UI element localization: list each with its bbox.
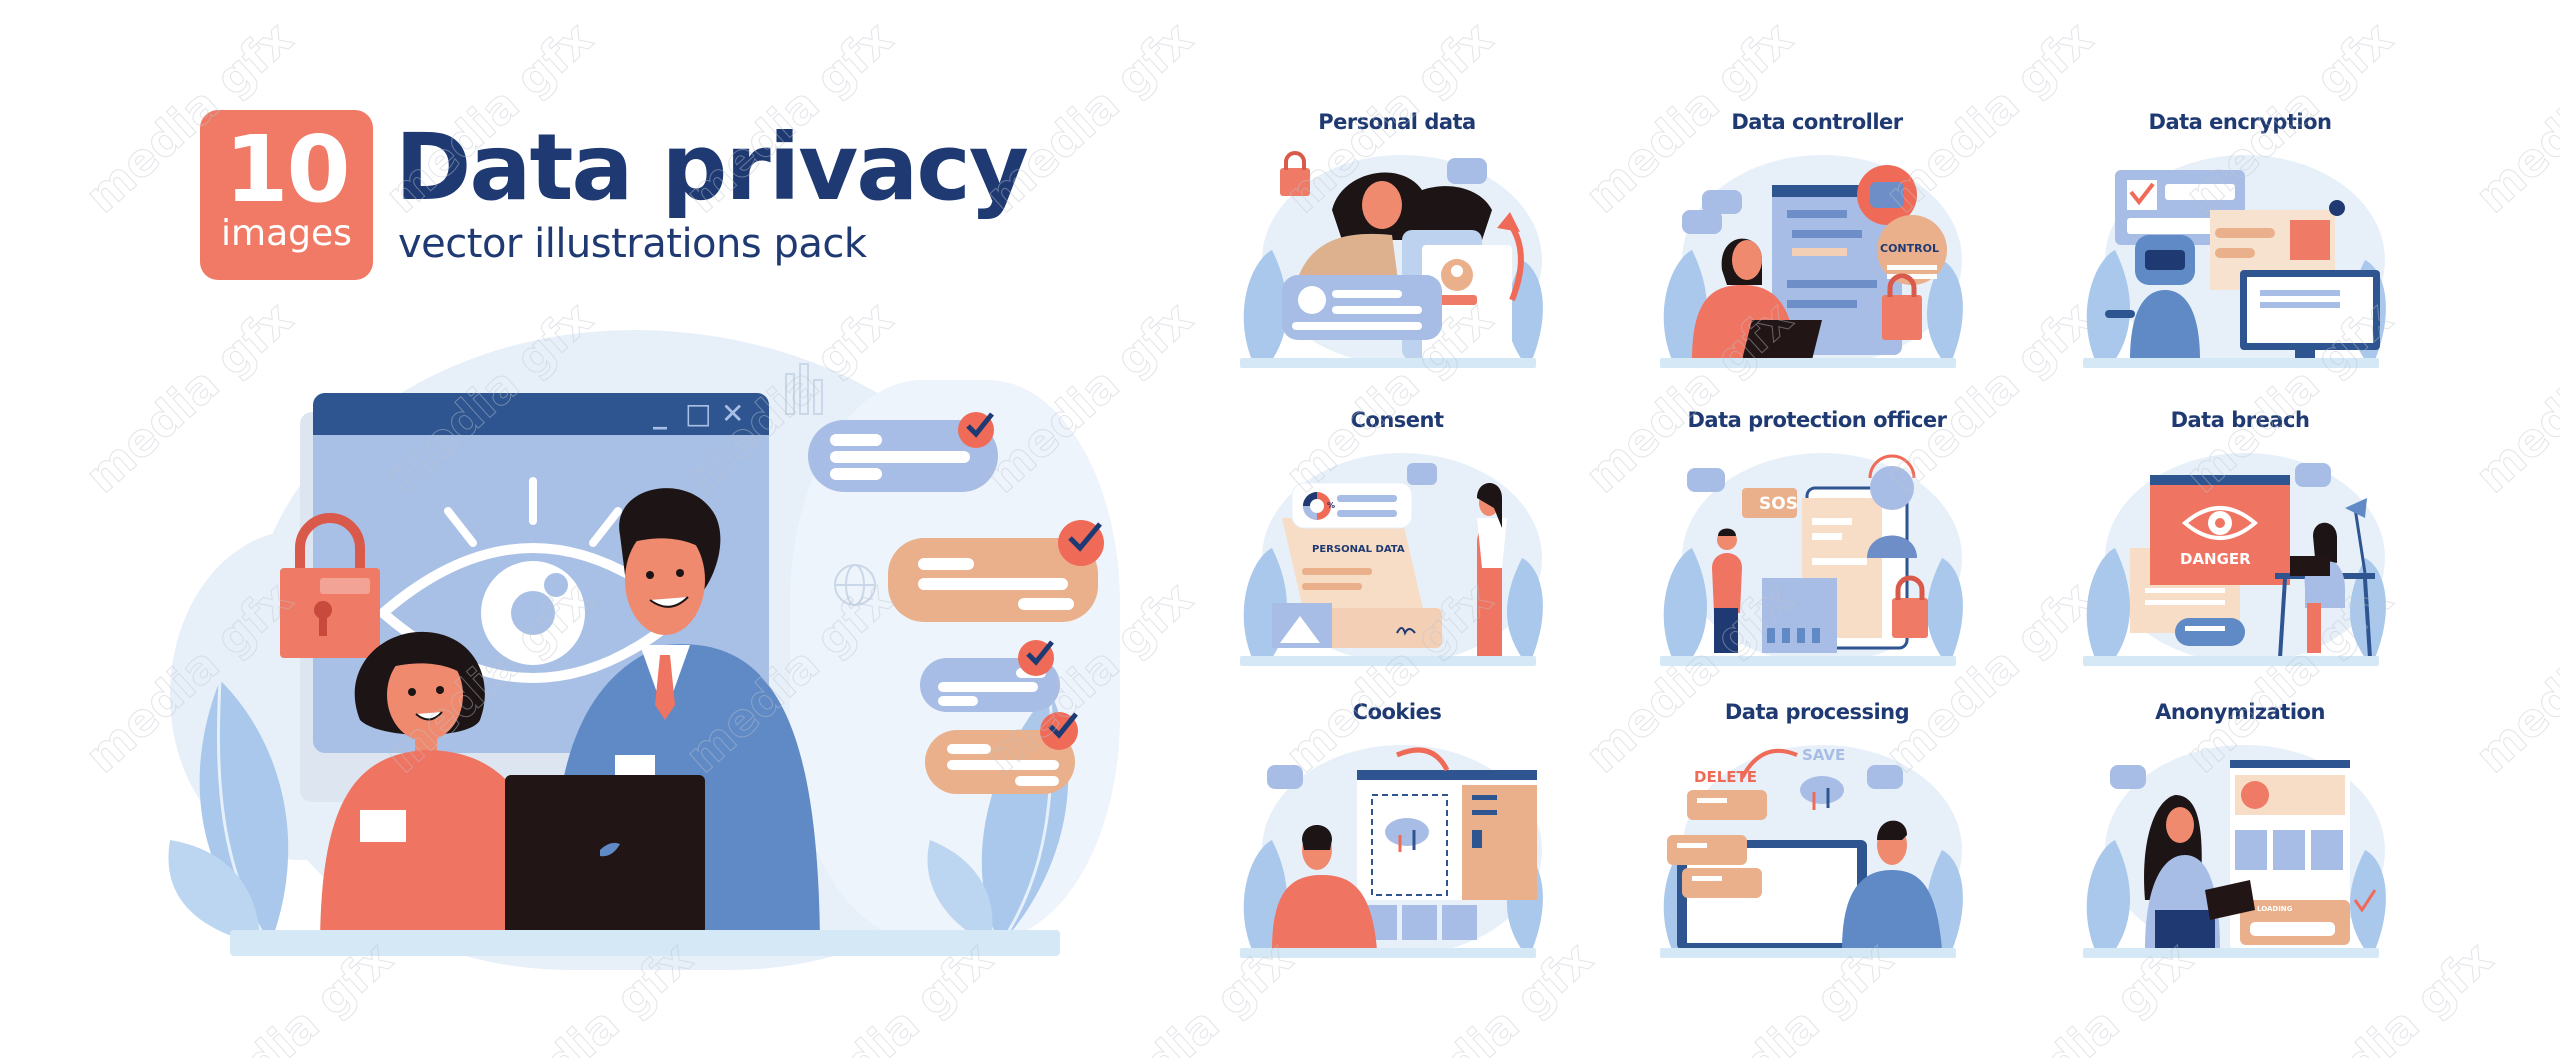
card-data-controller: Data controller CONTRO — [1637, 100, 1997, 380]
card-data-processing: Data processing DELETE SAVE — [1637, 690, 1997, 970]
personal-data-label: PERSONAL DATA — [1312, 544, 1405, 555]
document-signature-icon: PERSONAL DATA % — [1232, 448, 1562, 666]
robot-control-icon: CONTROL — [1652, 150, 1982, 368]
badge-label: images — [221, 213, 352, 254]
page-title: Data privacy — [395, 114, 1029, 221]
woman-character — [320, 631, 560, 950]
watermark-text: media gfx — [2465, 290, 2560, 504]
card-title: Data controller — [1731, 110, 1903, 134]
laptop-icon — [460, 775, 710, 944]
check-icon — [1018, 640, 1054, 676]
card-anonymization: Anonymization LOADING — [2060, 690, 2420, 970]
danger-label: DANGER — [2180, 550, 2251, 568]
card-title: Data processing — [1724, 700, 1910, 724]
card-title: Anonymization — [2155, 700, 2325, 724]
card-title: Data protection officer — [1687, 408, 1947, 432]
robot-encryption-icon — [2075, 150, 2405, 368]
user-profile-phone-icon — [1232, 150, 1562, 368]
watermark-text: media gfx — [2465, 570, 2560, 784]
check-icon — [1040, 712, 1078, 750]
card-title: Consent — [1350, 408, 1444, 432]
delete-label: DELETE — [1694, 768, 1757, 786]
anonymous-profile-icon: LOADING — [2075, 740, 2405, 958]
hero-illustration: _ □ ✕ — [140, 330, 1120, 970]
check-icon — [958, 412, 994, 448]
badge-number: 10 — [224, 116, 350, 223]
chart-icon — [785, 363, 823, 415]
sos-label: SOS — [1759, 494, 1798, 514]
card-title: Data breach — [2170, 408, 2310, 432]
card-cookies: Cookies — [1217, 690, 1577, 970]
image-count-badge: 10 images — [200, 110, 373, 280]
card-title: Personal data — [1318, 110, 1476, 134]
padlock-icon — [280, 513, 380, 658]
control-label: CONTROL — [1880, 242, 1939, 255]
card-title: Cookies — [1352, 700, 1442, 724]
check-icon — [1058, 520, 1104, 566]
delete-save-cloud-icon: DELETE SAVE — [1652, 740, 1982, 958]
card-data-encryption: Data encryption — [2060, 100, 2420, 380]
close-icon: ✕ — [721, 397, 745, 430]
watermark-text: media gfx — [2465, 10, 2560, 224]
sos-officer-icon: SOS — [1652, 448, 1982, 666]
card-consent: Consent PERSONAL DATA % — [1217, 398, 1577, 678]
window-titlebar: _ □ ✕ — [313, 393, 769, 435]
globe-icon — [834, 564, 876, 606]
leaf-plant-icon — [168, 679, 289, 946]
page-subtitle: vector illustrations pack — [398, 221, 867, 267]
save-label: SAVE — [1802, 746, 1846, 764]
card-personal-data: Personal data — [1217, 100, 1577, 380]
cloud-browser-icon — [1232, 740, 1562, 958]
maximize-icon: □ — [685, 397, 712, 430]
danger-eye-icon: DANGER — [2075, 448, 2405, 666]
percent-pie-label: % — [1327, 501, 1336, 510]
minimize-icon: _ — [653, 397, 667, 430]
card-title: Data encryption — [2148, 110, 2332, 134]
card-data-breach: Data breach DAN — [2060, 398, 2420, 678]
card-data-protection-officer: Data protection officer — [1637, 398, 1997, 678]
loading-label: LOADING — [2257, 905, 2293, 913]
